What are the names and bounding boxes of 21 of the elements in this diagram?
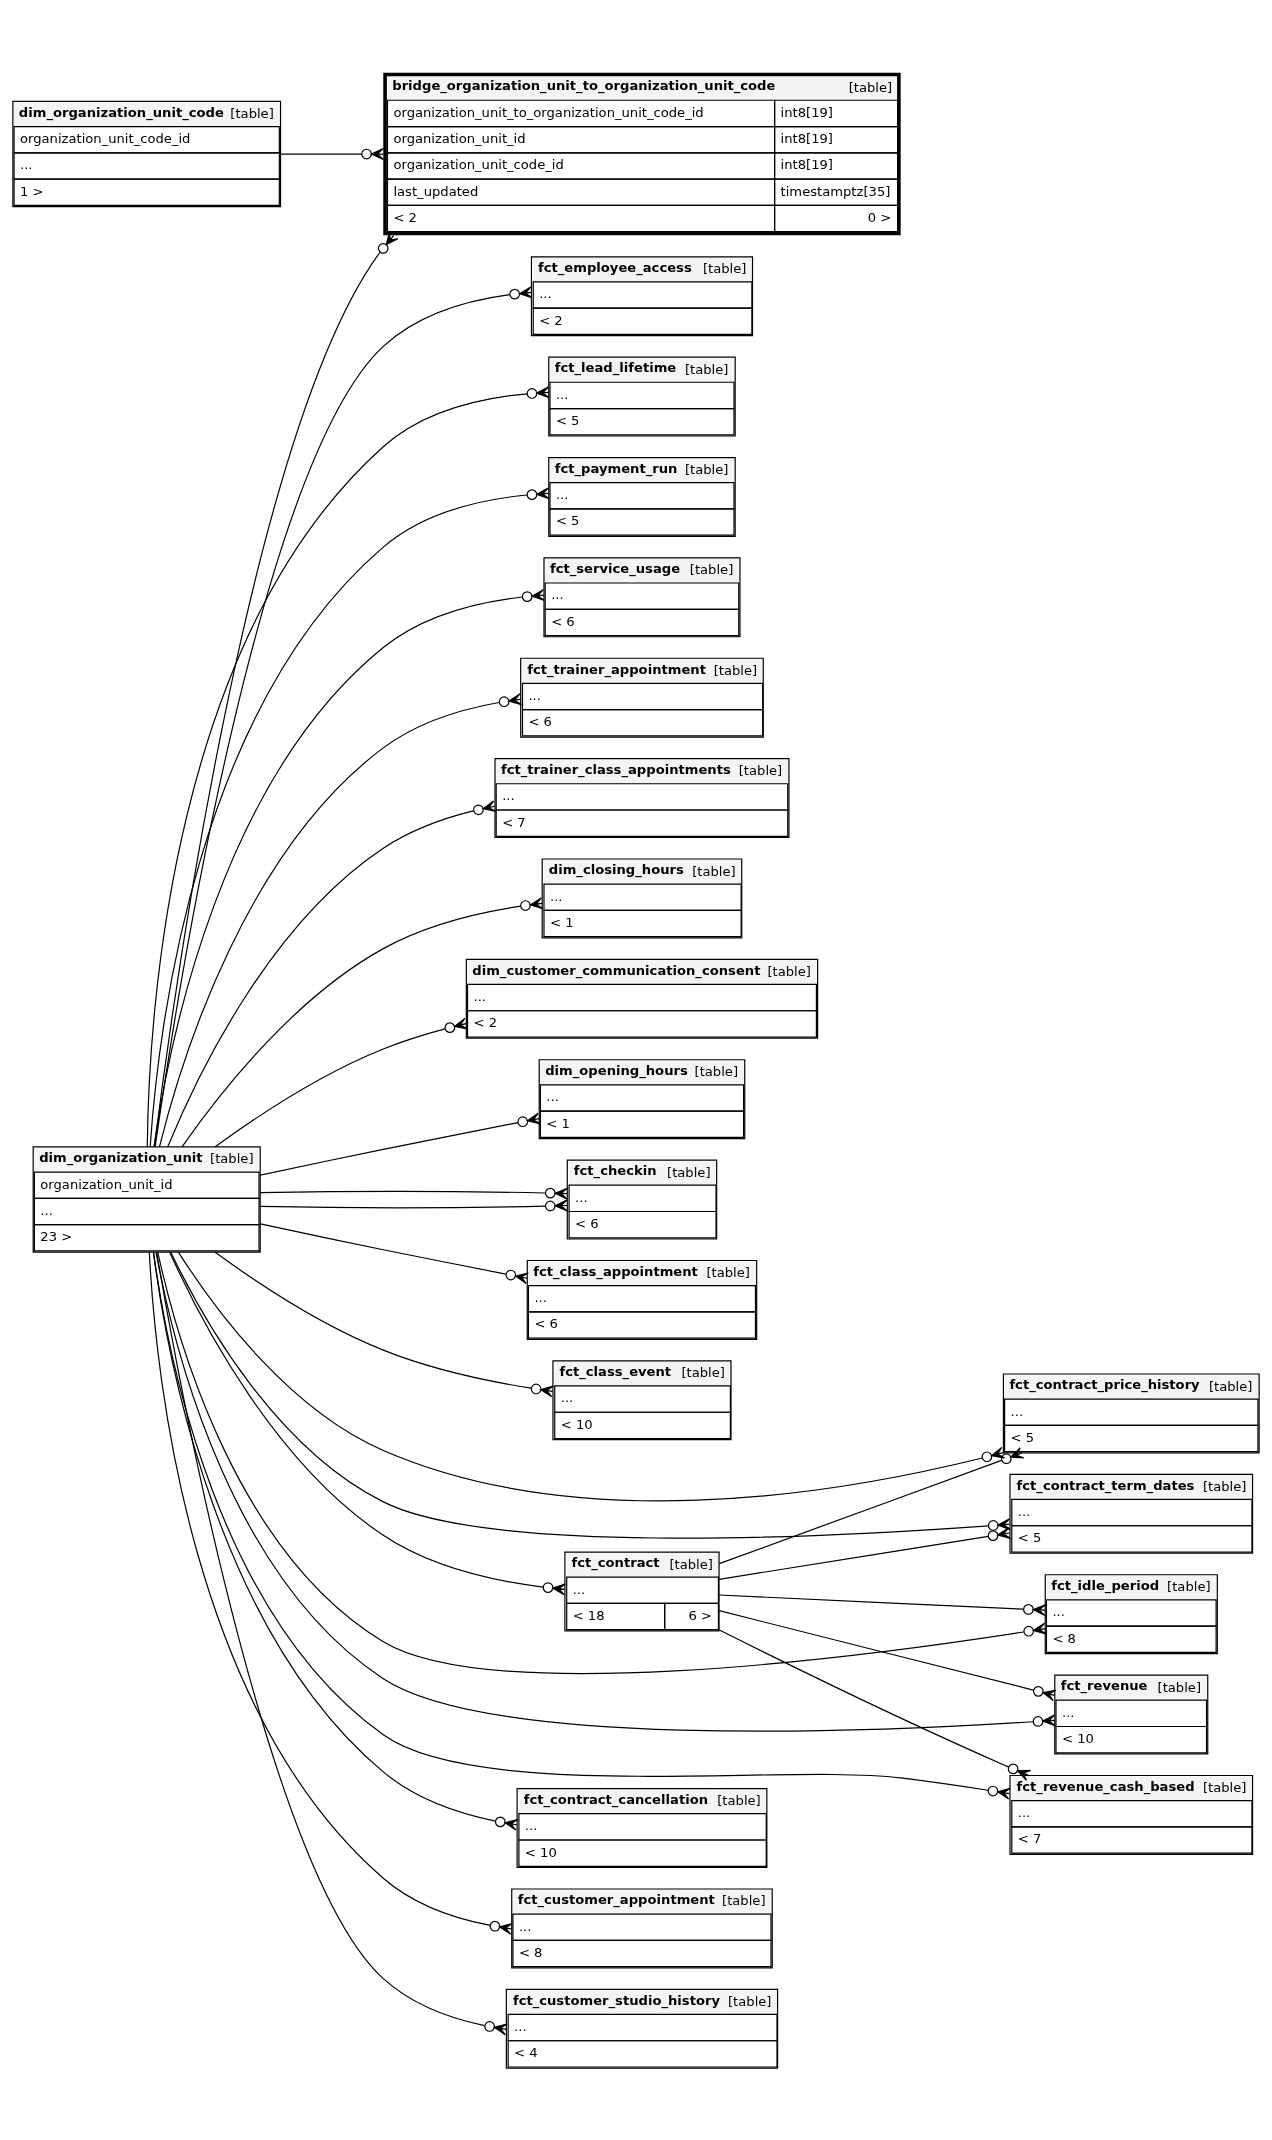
connector xyxy=(156,1251,508,2035)
connector xyxy=(214,1251,554,1397)
connector xyxy=(153,1251,1011,1800)
connector xyxy=(259,1199,568,1211)
connector xyxy=(169,1251,566,1595)
connector xyxy=(167,799,497,1147)
connector xyxy=(154,285,533,1147)
connector xyxy=(718,1446,1025,1564)
connector xyxy=(718,1526,1011,1580)
connector xyxy=(718,1628,1032,1781)
connector xyxy=(280,147,384,160)
connector xyxy=(158,692,523,1147)
connector xyxy=(153,588,545,1148)
connector xyxy=(214,1017,468,1147)
connector xyxy=(181,896,544,1147)
connector xyxy=(718,1609,1057,1701)
connector xyxy=(148,1251,513,1935)
connector xyxy=(259,1222,529,1284)
connector xyxy=(259,1112,541,1176)
connector xyxy=(718,1593,1046,1616)
connector xyxy=(259,1187,568,1200)
